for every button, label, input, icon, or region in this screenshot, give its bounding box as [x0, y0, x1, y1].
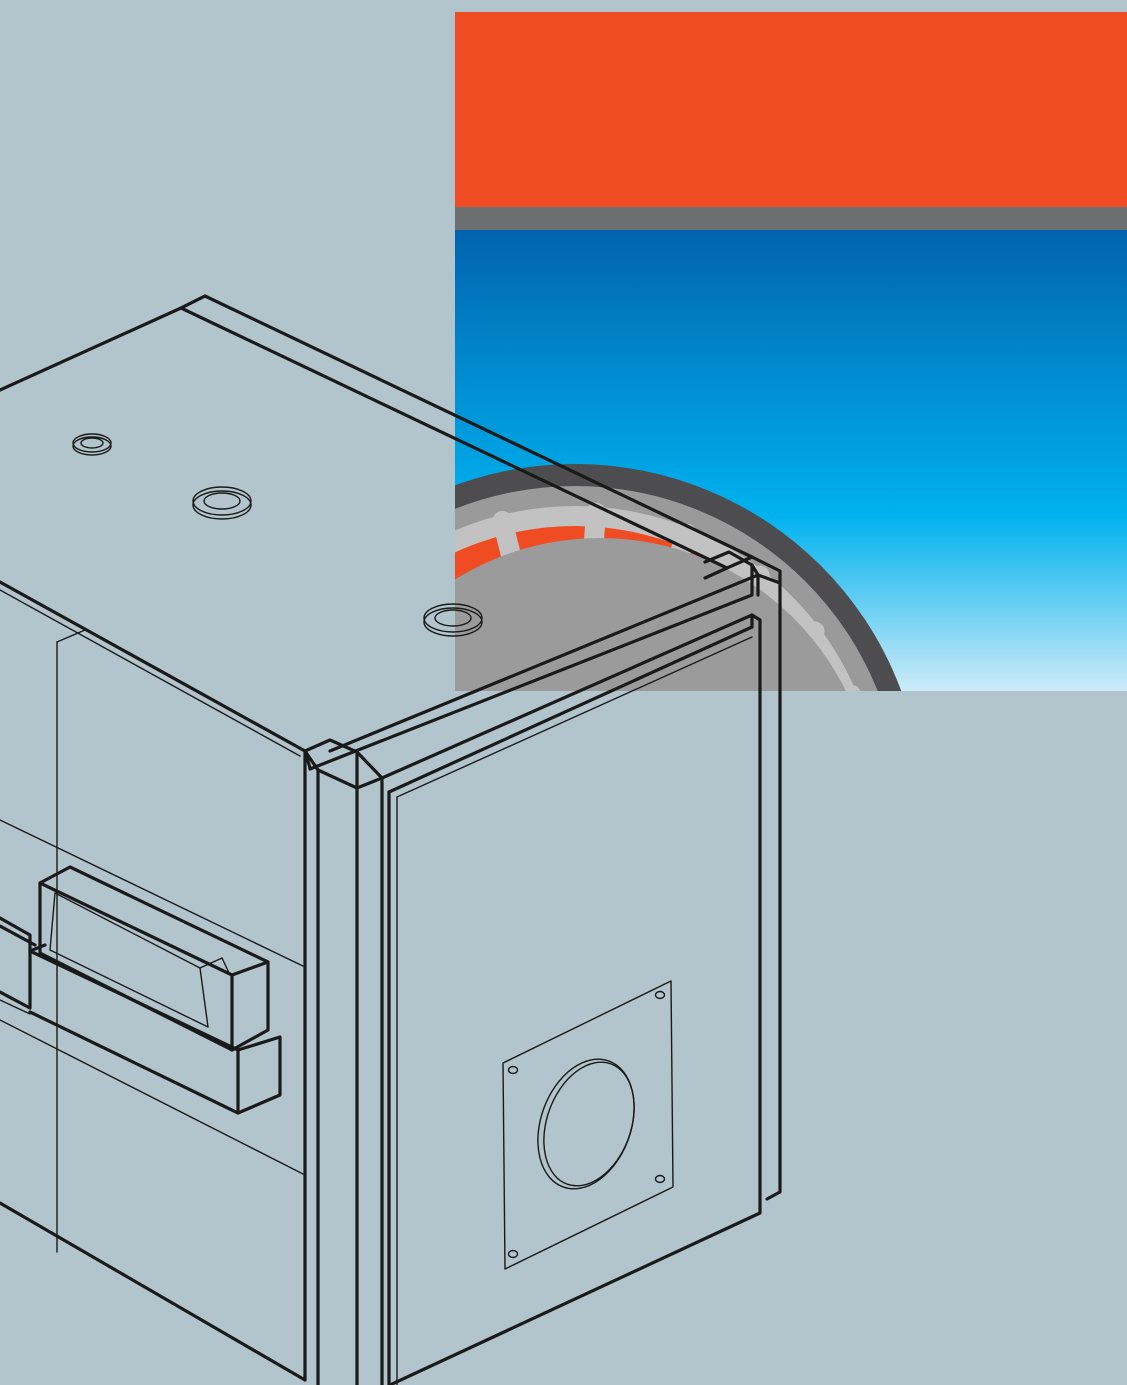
grommet-icon: [192, 486, 252, 520]
cabinet-front-face: [0, 629, 307, 1382]
graphic-panel: [455, 12, 1127, 691]
cabinet-line-drawing: [0, 294, 782, 1385]
vent-plate-icon: [502, 980, 674, 1270]
grommet-icon: [423, 603, 483, 637]
cabinet-corner-post: [303, 738, 384, 1385]
wheel-graphic: [455, 464, 902, 691]
cabinet-corner-frame: [308, 550, 782, 1201]
hub-disk: [455, 538, 846, 691]
orange-band: [455, 12, 1127, 207]
handle-icon: [0, 865, 282, 1115]
cabinet-top: [0, 294, 754, 770]
grey-divider-band: [455, 207, 1127, 230]
cabinet-side-door: [380, 613, 762, 1385]
grommet-icon: [72, 433, 112, 456]
